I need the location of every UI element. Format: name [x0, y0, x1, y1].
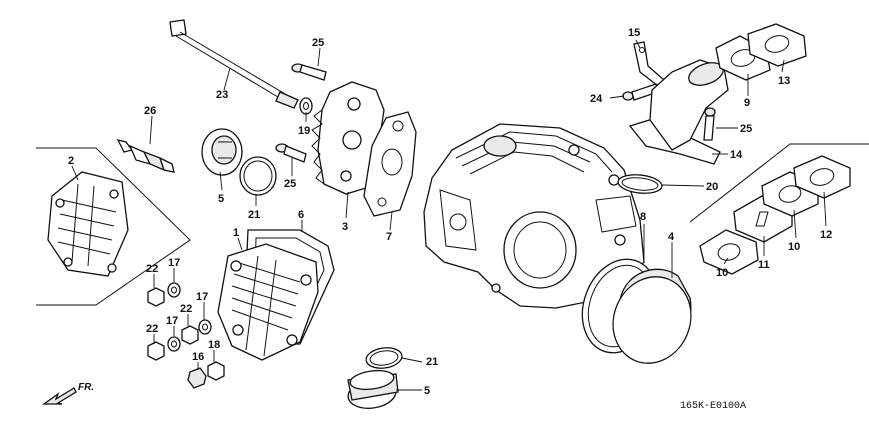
- bolt-16: [187, 367, 207, 389]
- insulator-13: [747, 23, 807, 67]
- o-ring-21-upper: [239, 156, 277, 196]
- washer-19: [299, 97, 313, 115]
- inset-bracket: [36, 147, 191, 306]
- callout-22-c: 22: [180, 303, 192, 315]
- callout-21-upper: 21: [248, 209, 260, 221]
- callout-11: 11: [758, 259, 770, 271]
- callout-8: 8: [640, 211, 646, 223]
- callout-14: 14: [730, 149, 743, 161]
- cap-5-lower: [347, 369, 399, 409]
- leader-lines: [71, 39, 827, 391]
- head-cover-1: [217, 243, 319, 361]
- callout-6: 6: [298, 209, 304, 221]
- front-arrow: FR.: [41, 382, 94, 405]
- callout-16: 16: [192, 351, 204, 363]
- callout-25-right: 25: [740, 123, 752, 135]
- callout-12: 12: [820, 229, 832, 241]
- o-ring-20: [617, 174, 663, 194]
- head-cover-2: [47, 171, 129, 277]
- callout-18: 18: [208, 339, 220, 351]
- callout-24: 24: [590, 93, 603, 105]
- callout-9: 9: [744, 97, 750, 109]
- callout-20: 20: [706, 181, 718, 193]
- washer-17-c: [198, 319, 212, 335]
- callout-19: 19: [298, 125, 310, 137]
- callout-10-left: 10: [716, 267, 728, 279]
- lower-right-bracket: [689, 143, 869, 223]
- callout-3: 3: [342, 221, 348, 233]
- callout-5-lower: 5: [424, 385, 430, 397]
- gasket-7: [363, 111, 417, 217]
- nut-22-b: [147, 341, 165, 361]
- callout-22-a: 22: [146, 263, 158, 275]
- bolt-25-top: [291, 63, 327, 81]
- figure-code: 165K-E0100A: [680, 401, 746, 412]
- callout-13: 13: [778, 75, 790, 87]
- side-cover-4: [612, 268, 692, 364]
- callout-21-lower: 21: [426, 356, 438, 368]
- nut-22-c: [181, 325, 199, 345]
- spark-plug-26: [116, 139, 175, 173]
- bolt-25-middle: [275, 143, 307, 163]
- callout-17-c: 17: [196, 291, 208, 303]
- intake-pipe-14: [628, 59, 729, 165]
- washer-17-a: [167, 282, 181, 298]
- callout-17-b: 17: [166, 315, 178, 327]
- bracket-15: [633, 41, 665, 87]
- callout-23: 23: [216, 89, 228, 101]
- cap-5-upper: [201, 128, 243, 176]
- callout-2: 2: [68, 155, 74, 167]
- callout-17-a: 17: [168, 257, 180, 269]
- callout-1: 1: [233, 227, 239, 239]
- gasket-10-left: [699, 229, 759, 275]
- callout-10-right: 10: [788, 241, 800, 253]
- callout-15: 15: [628, 27, 640, 39]
- callout-25-top: 25: [312, 37, 324, 49]
- washer-17-b: [167, 336, 181, 352]
- nut-18: [207, 361, 225, 381]
- callout-7: 7: [386, 231, 392, 243]
- insulator-12: [793, 155, 851, 199]
- callout-4: 4: [668, 231, 675, 243]
- callout-labels: 2 26 23 25 19 25 5 21 3 7 1 6 22 17 17 2…: [68, 27, 832, 397]
- front-label: FR.: [78, 382, 94, 393]
- nut-22-a: [147, 287, 165, 307]
- tensioner-holder-3: [311, 81, 385, 195]
- callout-22-b: 22: [146, 323, 158, 335]
- cylinder-head: [423, 123, 645, 309]
- callout-26: 26: [144, 105, 156, 117]
- bolt-25-right: [703, 107, 716, 141]
- bolt-24: [622, 83, 659, 101]
- o-ring-21-lower: [365, 347, 403, 369]
- callout-25-middle: 25: [284, 178, 296, 190]
- callout-5-upper: 5: [218, 193, 224, 205]
- stud-bolt-23: [169, 19, 299, 109]
